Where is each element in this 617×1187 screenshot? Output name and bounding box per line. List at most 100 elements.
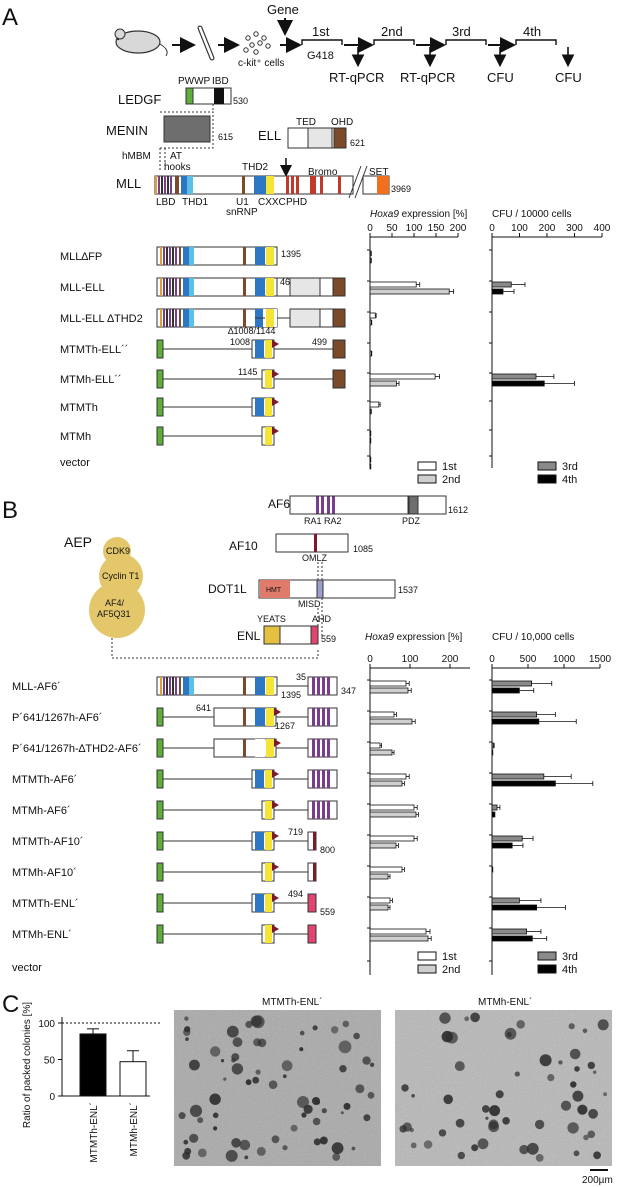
hook-stripe: [172, 677, 174, 695]
flag-marker: [274, 739, 281, 747]
bar: [369, 718, 413, 725]
colony: [281, 1060, 293, 1072]
green-domain: [156, 769, 164, 789]
hook-stripe: [166, 677, 168, 695]
colony: [489, 1105, 501, 1117]
colony: [482, 1105, 490, 1113]
bar: [491, 380, 545, 387]
colony: [455, 1118, 465, 1128]
colony: [209, 1093, 221, 1105]
construct-label: vector: [60, 457, 90, 469]
bar: [491, 811, 496, 818]
bar: [491, 835, 523, 842]
colony: [299, 1047, 304, 1052]
colony: [312, 1025, 318, 1031]
svg-text:Cyclin T1: Cyclin T1: [102, 571, 139, 581]
colony: [485, 1116, 489, 1120]
thd2-domain: [265, 398, 272, 416]
residue-number: 641: [196, 703, 211, 713]
bar: [491, 935, 533, 942]
residue-number: 559: [320, 907, 335, 917]
colony: [351, 1146, 356, 1151]
construct-labels-b: MLL-AF6´P´641/1267h-AF6´P´641/1267h-∆THD…: [12, 681, 142, 974]
colony: [282, 1145, 288, 1151]
flag-marker: [272, 770, 279, 778]
colony: [223, 1077, 227, 1081]
colony: [411, 1094, 415, 1098]
x-tick-label: 1500: [589, 654, 612, 665]
hook-stripe: [175, 677, 177, 695]
colony: [231, 1053, 240, 1062]
svg-text:MTMh-ENL´: MTMh-ENL´: [478, 996, 532, 1008]
svg-text:4th: 4th: [523, 24, 541, 39]
colony: [231, 1138, 241, 1148]
x-tick-label: 500: [520, 654, 537, 665]
colony: [244, 1155, 249, 1160]
micrograph-right: MTMh-ENL´: [395, 996, 612, 1166]
cxxc-domain: [255, 677, 265, 695]
bar: [119, 1061, 147, 1097]
colony: [438, 1129, 447, 1137]
ahd-domain: [307, 924, 317, 944]
svg-text:615: 615: [218, 132, 233, 142]
colony: [539, 1054, 552, 1067]
micrograph-left: MTMTh-ENL´: [174, 996, 381, 1166]
thd2-domain: [266, 247, 274, 265]
svg-text:CXXC: CXXC: [258, 197, 286, 208]
colony: [301, 1112, 307, 1118]
legend-swatch: [537, 951, 557, 961]
colony: [569, 1048, 581, 1060]
svg-text:1st: 1st: [312, 24, 330, 39]
colony: [197, 1148, 207, 1158]
scale-label: 200µm: [582, 1175, 613, 1186]
residue-number: 347: [341, 686, 356, 696]
svg-text:AF6: AF6: [268, 497, 290, 511]
legend-label: 2nd: [442, 474, 460, 486]
colony: [252, 1076, 260, 1084]
colony: [184, 1026, 191, 1033]
colony: [184, 1016, 189, 1021]
green-domain: [156, 369, 164, 389]
svg-text:559: 559: [321, 634, 336, 644]
hook-stripe: [169, 309, 171, 327]
g418-label: G418: [307, 50, 334, 62]
readout-rtqpcr-2: RT-qPCR: [400, 70, 455, 85]
thd1-domain: [183, 309, 189, 327]
cxxc-domain: [255, 770, 264, 788]
protein-ledgf: LEDGF PWWP IBD 530: [118, 76, 248, 107]
hook-stripe: [179, 247, 181, 265]
colony: [362, 1056, 371, 1065]
thd2-domain: [265, 340, 272, 358]
x-tick-label: 100: [406, 223, 423, 234]
bar: [369, 250, 372, 257]
svg-text:AF4/: AF4/: [105, 598, 125, 608]
legend-label: 3rd: [562, 951, 578, 963]
colony: [572, 1090, 584, 1102]
bar: [369, 456, 372, 463]
hook-stripe: [175, 309, 177, 327]
ra-domain: [322, 801, 325, 819]
bar: [369, 380, 397, 387]
construct-label: MLL-ELL: [60, 282, 105, 294]
colony: [457, 1151, 465, 1160]
cells-icon: [243, 31, 271, 55]
x-tick-label: 100: [402, 654, 419, 665]
construct-label: MTMTh-ENL´: [12, 898, 79, 910]
construct-label: MLL-ELL ∆THD2: [60, 313, 143, 325]
residue-number: 800: [320, 845, 335, 855]
ra-domain: [317, 739, 320, 757]
thd1-domain: [183, 247, 189, 265]
svg-text:snRNP: snRNP: [226, 207, 258, 218]
hook-stripe: [166, 247, 168, 265]
svg-text:CDK9: CDK9: [106, 546, 130, 556]
colony: [213, 1126, 218, 1131]
rounds: 1st G418 2nd 3rd 4th RT-qPCR RT-qPCR CFU…: [301, 24, 582, 85]
colony: [603, 1092, 607, 1097]
colony: [189, 1059, 200, 1071]
colony: [342, 1020, 350, 1028]
colony: [220, 1059, 225, 1063]
bar: [491, 711, 538, 718]
bar: [491, 780, 556, 787]
